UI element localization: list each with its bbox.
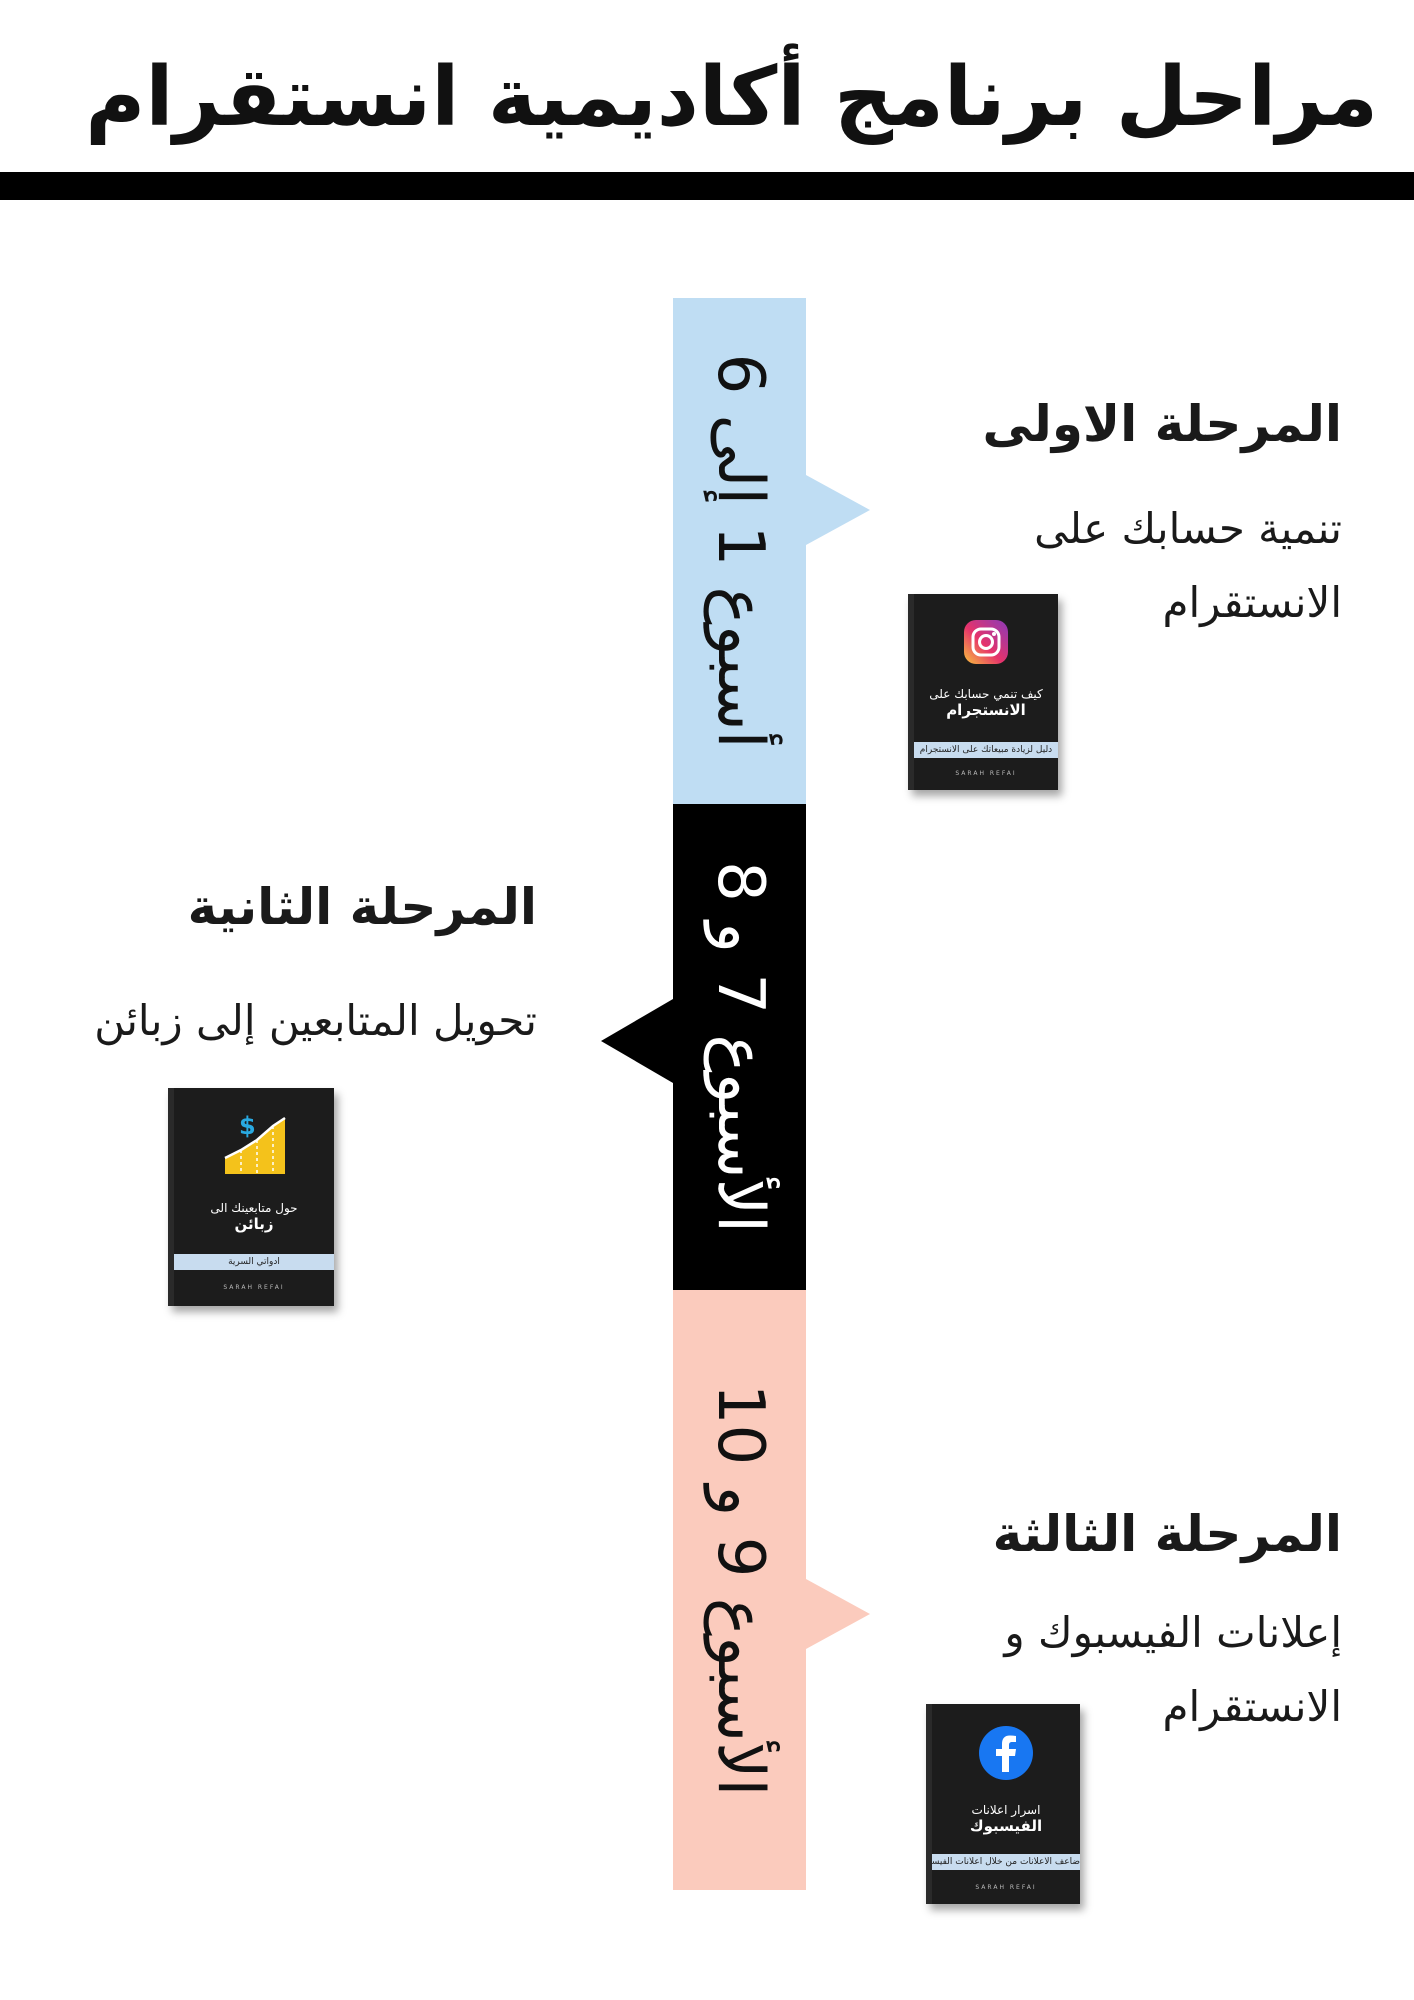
phase-3-description: إعلانات الفيسبوك و الانستقرام (1004, 1608, 1342, 1731)
instagram-icon (964, 620, 1008, 664)
phase-2-pointer (601, 999, 673, 1083)
title-underline (0, 172, 1414, 200)
product-box-band: ضاعف الاعلانات من خلال اعلانات الفيسبوك (932, 1854, 1080, 1870)
phase-1-pointer (806, 475, 870, 545)
product-box-brand: SARAH REFAI (975, 1884, 1037, 1891)
product-box-band: دليل لزيادة مبيعاتك على الانستجرام (914, 742, 1058, 758)
product-box-brand: SARAH REFAI (955, 770, 1017, 777)
phase-2-heading: المرحلة الثانية (187, 878, 537, 936)
timeline-segment-weeks-1-6: أسبوع 1 إلى 6 (673, 298, 806, 804)
timeline-segment-weeks-7-8: الأسبوع 7 و 8 (673, 804, 806, 1290)
timeline-segment-label: أسبوع 1 إلى 6 (702, 353, 777, 749)
phase-1-product-box: كيف تنمي حسابك على الانستجرام دليل لزياد… (908, 594, 1058, 790)
product-box-brand: SARAH REFAI (223, 1284, 285, 1291)
product-box-title: اسرار اعلانات الفيسبوك (969, 1803, 1043, 1835)
product-box-title: حول متابعينك الى زبائن (210, 1201, 298, 1233)
phase-2-product-box: $ حول متابعينك الى زبائن ادواتي السرية S… (168, 1088, 334, 1306)
phase-1-heading: المرحلة الاولى (982, 395, 1342, 453)
page-title: مراحل برنامج أكاديمية انستقرام (85, 50, 1378, 145)
facebook-icon (979, 1726, 1033, 1780)
phase-1-description: تنمية حسابك على الانستقرام (1034, 504, 1342, 627)
phase-3-heading: المرحلة الثالثة (992, 1505, 1342, 1563)
product-box-band: ادواتي السرية (174, 1254, 334, 1270)
phase-2-description: تحويل المتابعين إلى زبائن (94, 996, 537, 1045)
phase-3-pointer (806, 1579, 870, 1649)
svg-text:$: $ (239, 1112, 256, 1140)
timeline-segment-weeks-9-10: الأسبوع 9 و 10 (673, 1290, 806, 1890)
phase-3-product-box: اسرار اعلانات الفيسبوك ضاعف الاعلانات من… (926, 1704, 1080, 1904)
timeline-segment-label: الأسبوع 7 و 8 (702, 861, 777, 1233)
growth-chart-icon: $ (224, 1112, 286, 1174)
timeline-segment-label: الأسبوع 9 و 10 (702, 1383, 777, 1797)
product-box-title: كيف تنمي حسابك على الانستجرام (929, 687, 1043, 719)
